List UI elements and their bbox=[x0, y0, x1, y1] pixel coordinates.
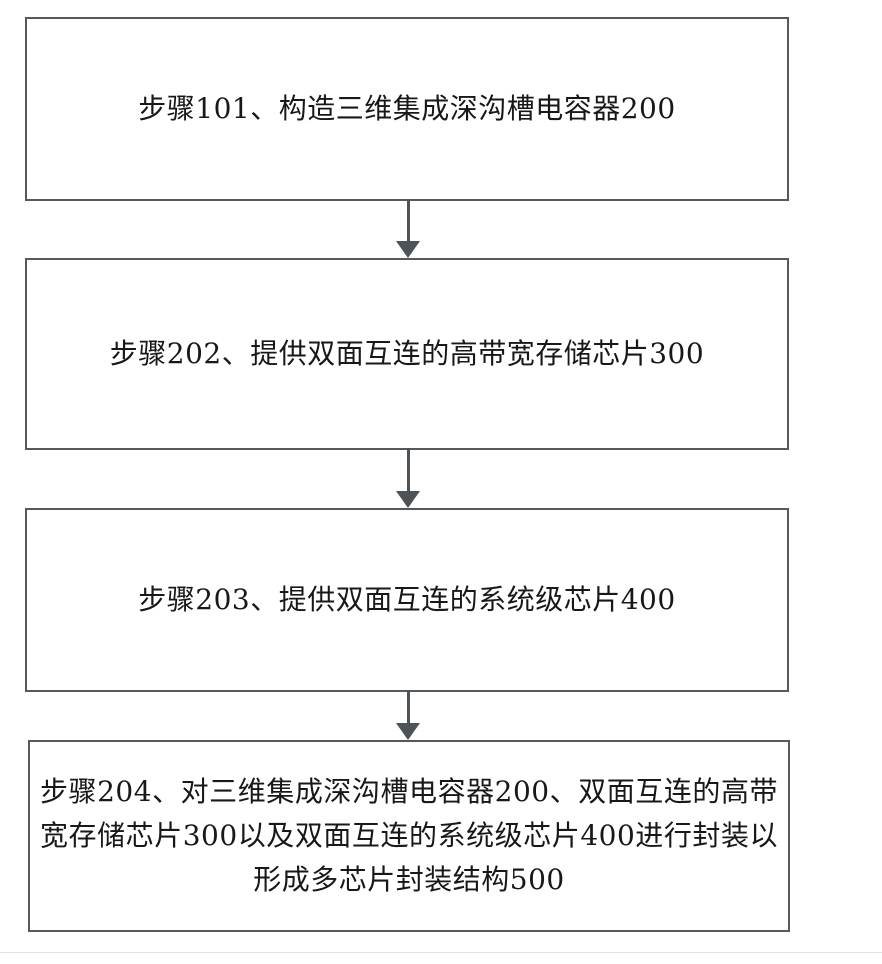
flowchart-node-step-203: 步骤203、提供双面互连的系统级芯片400 bbox=[25, 508, 789, 692]
arrow-shaft bbox=[407, 690, 410, 725]
flowchart-connector-101-to-202 bbox=[388, 199, 428, 260]
flowchart-node-label-step-202: 步骤202、提供双面互连的高带宽存储芯片300 bbox=[109, 337, 705, 371]
arrow-shaft bbox=[407, 199, 410, 243]
down-arrow-icon bbox=[396, 241, 420, 258]
flowchart-connector-203-to-204 bbox=[388, 690, 428, 742]
down-arrow-icon bbox=[396, 723, 420, 740]
page-bottom-rule bbox=[0, 952, 882, 953]
flowchart-node-label-step-101: 步骤101、构造三维集成深沟槽电容器200 bbox=[138, 92, 676, 126]
flowchart-node-label-step-203: 步骤203、提供双面互连的系统级芯片400 bbox=[138, 583, 676, 617]
arrow-shaft bbox=[407, 448, 410, 493]
flowchart-node-step-204: 步骤204、对三维集成深沟槽电容器200、双面互连的高带宽存储芯片300以及双面… bbox=[28, 740, 790, 932]
flowchart-node-step-202: 步骤202、提供双面互连的高带宽存储芯片300 bbox=[25, 258, 789, 450]
flowchart-node-label-step-204: 步骤204、对三维集成深沟槽电容器200、双面互连的高带宽存储芯片300以及双面… bbox=[40, 774, 778, 897]
down-arrow-icon bbox=[396, 491, 420, 508]
flowchart-node-step-101: 步骤101、构造三维集成深沟槽电容器200 bbox=[25, 17, 789, 201]
flowchart-connector-202-to-203 bbox=[388, 448, 428, 510]
